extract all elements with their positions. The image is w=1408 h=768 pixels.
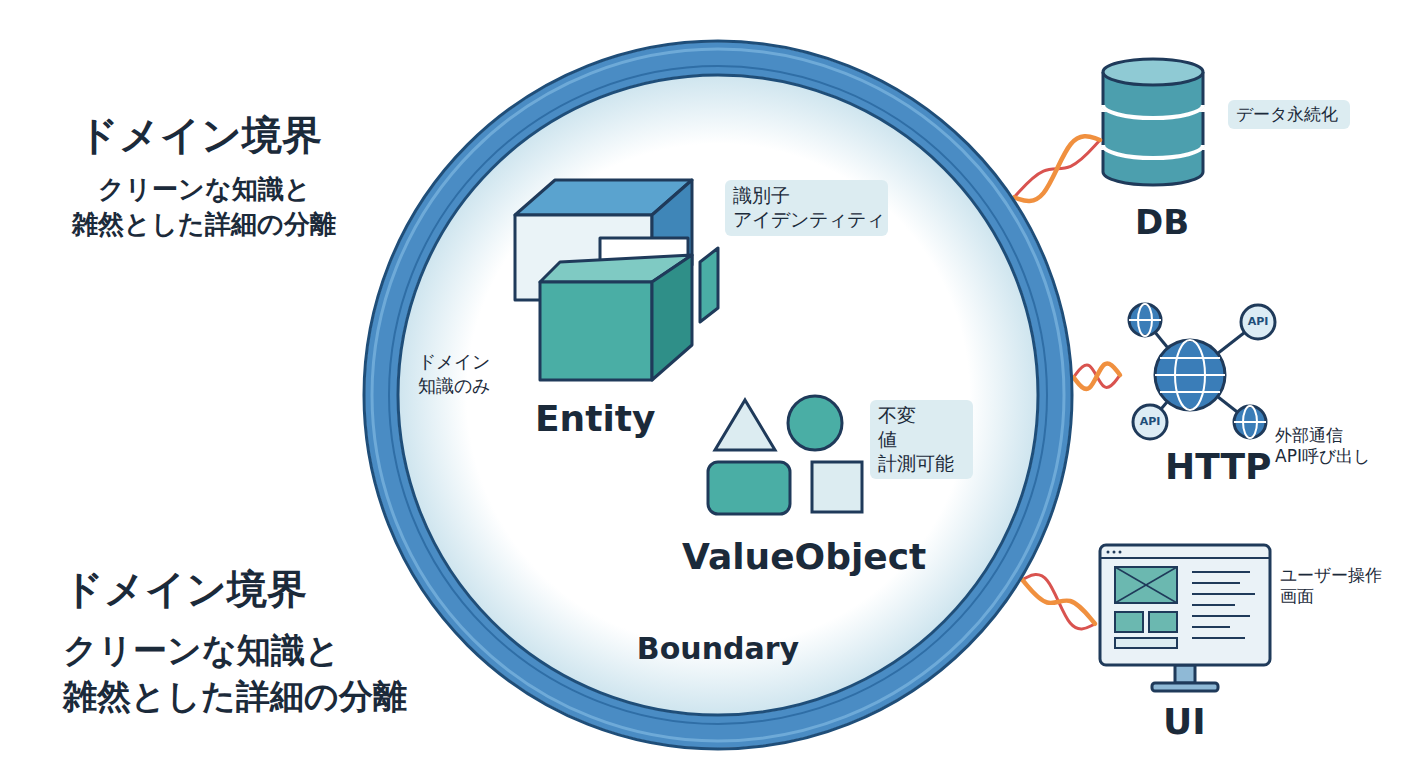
callout-text: 識別子 アイデンティティ xyxy=(725,180,888,236)
api-tag: API xyxy=(1130,415,1170,430)
callout-text: データ永続化 xyxy=(1228,100,1350,129)
node-title: HTTP xyxy=(1165,444,1271,489)
node-title: UI xyxy=(1163,699,1206,744)
wire-strand xyxy=(1022,575,1095,629)
node-title: Entity xyxy=(535,396,655,441)
node-title: DB xyxy=(1135,201,1189,244)
entity-icon xyxy=(515,180,718,380)
api-tag: API xyxy=(1238,315,1278,330)
value-object-icon xyxy=(708,396,862,514)
value-object-node: 不変 値 計測可能 ValueObject xyxy=(675,390,985,590)
domain-ground xyxy=(396,73,1040,717)
label-anchor: API xyxy=(1130,415,1170,430)
wire-strand xyxy=(1074,365,1120,388)
label-anchor: クリーンな知識と 雑然とした詳細の分離 xyxy=(63,628,493,720)
subheading: クリーンな知識と 雑然とした詳細の分離 xyxy=(63,628,493,720)
monitor-icon xyxy=(1100,545,1270,691)
label-anchor: API xyxy=(1238,315,1278,330)
ui-node: ユーザー操作 画面 UI xyxy=(1095,535,1399,757)
label-anchor: ドメイン境界 xyxy=(63,562,307,616)
connector-wire xyxy=(1014,136,1100,201)
heading: ドメイン境界 xyxy=(78,108,322,162)
label-anchor: ドメイン 知識のみ xyxy=(418,350,518,399)
connector-wire xyxy=(1074,363,1120,388)
subheading: クリーンな知識と 雑然とした詳細の分離 xyxy=(36,172,372,242)
entity-node: 識別子 アイデンティティ Entity xyxy=(510,172,930,447)
heading: ドメイン境界 xyxy=(63,562,307,616)
database-icon xyxy=(1103,59,1203,185)
callout-text: 不変 値 計測可能 xyxy=(870,400,973,479)
note: ドメイン 知識のみ xyxy=(418,350,518,399)
node-title: ValueObject xyxy=(682,534,926,579)
database-node: データ永続化 DB xyxy=(1100,50,1357,250)
node-note: 外部通信 API呼び出し xyxy=(1275,425,1394,468)
connector-wire xyxy=(1022,580,1095,624)
wire-strand xyxy=(1014,140,1100,197)
label-anchor: ドメイン境界 xyxy=(78,108,322,162)
node-note: ユーザー操作 画面 xyxy=(1280,565,1392,608)
node-title: Boundary xyxy=(637,630,799,668)
label-anchor: クリーンな知識と 雑然とした詳細の分離 xyxy=(36,172,372,242)
